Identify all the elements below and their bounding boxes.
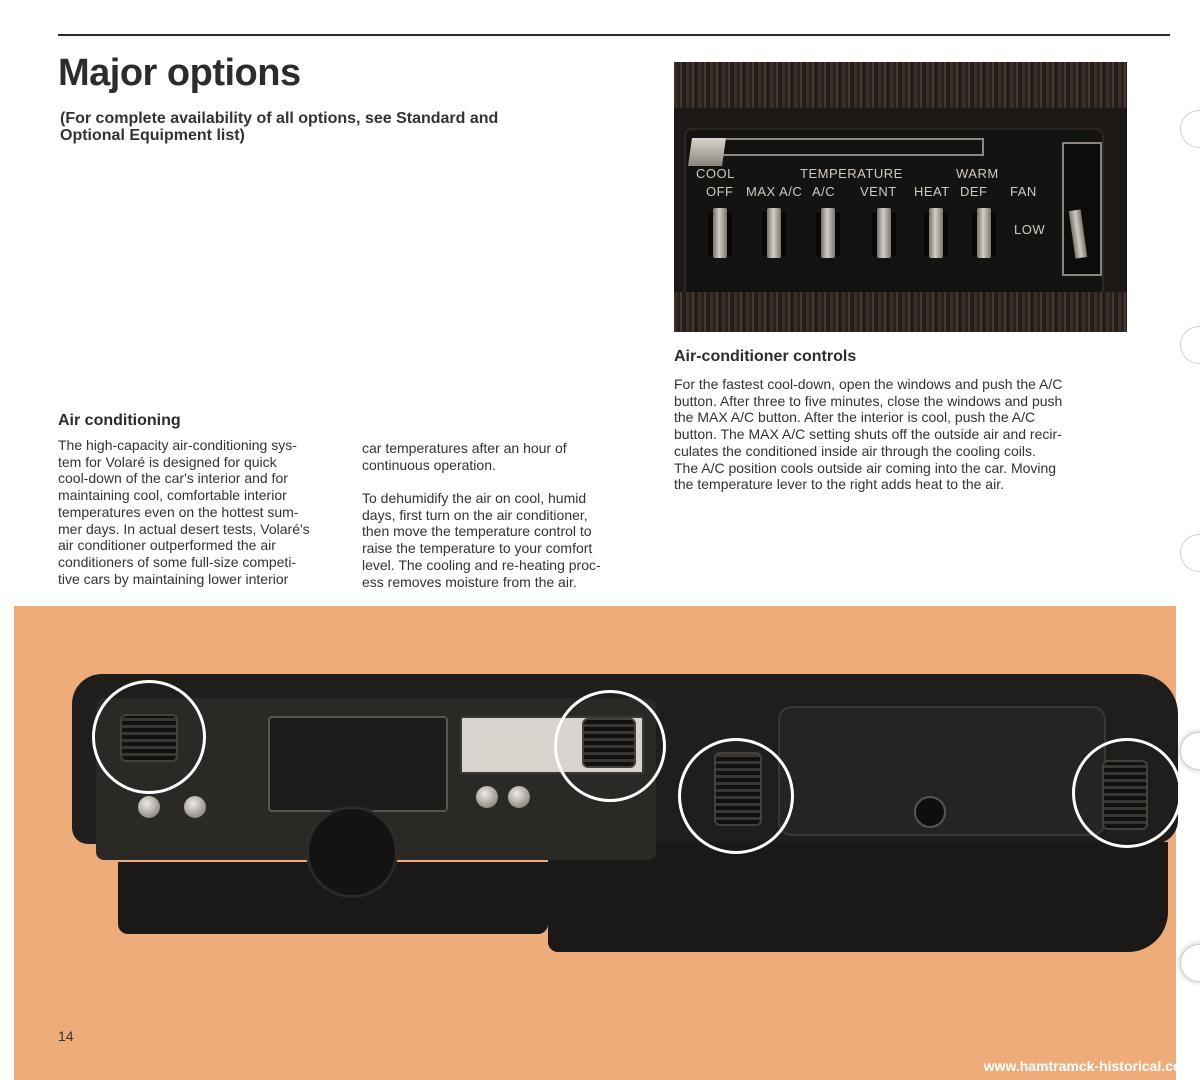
text-line: air conditioner outperformed the air [58, 537, 276, 554]
pushbutton-heat [929, 208, 943, 258]
ac-controls-line: The A/C position cools outside air comin… [674, 459, 1057, 476]
text-line: mer days. In actual desert tests, Volaré… [58, 520, 310, 537]
label-warm: WARM [956, 166, 999, 181]
text-line: continuous operation. [362, 456, 496, 473]
ac-controls-photo: COOL TEMPERATURE WARM OFF MAX A/C A/C VE… [674, 62, 1127, 332]
ac-controls-line: For the fastest cool-down, open the wind… [674, 376, 1063, 392]
dash-knob [138, 796, 160, 818]
pushbutton-vent [877, 208, 891, 258]
text-line: then move the temperature control to [362, 523, 592, 540]
glovebox-latch [914, 796, 946, 828]
pushbutton-ac [821, 208, 835, 258]
dash-knob [508, 786, 530, 808]
temperature-slider-knob [688, 138, 726, 166]
label-cool: COOL [696, 166, 735, 181]
text-line: tive cars by maintaining lower interior [58, 570, 289, 587]
temperature-slider-track [694, 138, 984, 156]
label-def: DEF [960, 184, 988, 199]
air-conditioning-left-column: The high-capacity air-conditioning sys- … [58, 437, 338, 587]
ac-controls-heading: Air-conditioner controls [674, 348, 857, 365]
page-subtitle: (For complete availability of all option… [60, 110, 540, 144]
subtitle-line-2: Optional Equipment list) [60, 127, 245, 144]
label-heat: HEAT [914, 184, 950, 199]
label-max-ac: MAX A/C [746, 184, 803, 199]
page-number: 14 [58, 1028, 74, 1044]
text-line: conditioners of some full-size competi- [58, 553, 297, 570]
text-line: tem for Volaré is designed for quick [58, 453, 277, 470]
label-low: LOW [1014, 222, 1046, 237]
label-fan: FAN [1010, 184, 1037, 199]
text-line: The high-capacity air-conditioning sys- [58, 437, 297, 453]
air-conditioning-heading: Air conditioning [58, 412, 181, 429]
binder-hole [1180, 110, 1200, 148]
air-conditioning-mid-para-1: car temperatures after an hour of contin… [362, 440, 637, 473]
highlight-circle-side-vent-left [678, 738, 794, 854]
ac-controls-text: For the fastest cool-down, open the wind… [674, 376, 1124, 493]
label-off: OFF [706, 184, 734, 199]
pushbutton-max-ac [767, 208, 781, 258]
ac-controls-line: button. After three to five minutes, clo… [674, 392, 1063, 409]
text-line: level. The cooling and re-heating proc- [362, 556, 601, 573]
dashboard-lower-right [548, 842, 1168, 952]
page-title: Major options [58, 52, 301, 94]
highlight-circle-center-vent [554, 690, 666, 802]
label-ac: A/C [812, 184, 836, 199]
wood-trim-top [674, 62, 1127, 108]
binder-hole [1180, 326, 1200, 364]
text-line: cool-down of the car's interior and for [58, 470, 288, 487]
air-conditioning-mid-para-2: To dehumidify the air on cool, humid day… [362, 490, 637, 590]
label-temperature: TEMPERATURE [800, 166, 903, 181]
steering-column-hub [306, 806, 398, 898]
highlight-circle-side-vent-right [1072, 738, 1182, 848]
instrument-cluster [268, 716, 448, 812]
label-vent: VENT [860, 184, 897, 199]
binder-hole [1180, 944, 1200, 982]
text-line: car temperatures after an hour of [362, 440, 567, 456]
ac-controls-line: the temperature lever to the right adds … [674, 476, 1004, 493]
binder-hole [1180, 732, 1200, 770]
text-line: temperatures even on the hottest sum- [58, 503, 299, 520]
ac-controls-line: culates the conditioned inside air throu… [674, 442, 1036, 459]
footer-url: www.hamtramck-historical.com [983, 1058, 1194, 1074]
ac-controls-line: button. The MAX A/C setting shuts off th… [674, 426, 1062, 443]
subtitle-line-1: (For complete availability of all option… [60, 110, 499, 127]
dash-knob [476, 786, 498, 808]
text-line: To dehumidify the air on cool, humid [362, 490, 587, 506]
wood-trim-bottom [674, 292, 1127, 332]
top-rule [58, 34, 1170, 36]
text-line: maintaining cool, comfortable interior [58, 487, 287, 504]
pushbutton-off [713, 208, 727, 258]
text-line: days, first turn on the air conditioner, [362, 506, 588, 523]
dash-knob [184, 796, 206, 818]
text-line: raise the temperature to your comfort [362, 540, 593, 557]
binder-hole [1180, 534, 1200, 572]
pushbutton-def [977, 208, 991, 258]
text-line: ess removes moisture from the air. [362, 573, 577, 590]
ac-controls-line: the MAX A/C button. After the interior i… [674, 409, 1036, 426]
highlight-circle-left-vent [92, 680, 206, 794]
